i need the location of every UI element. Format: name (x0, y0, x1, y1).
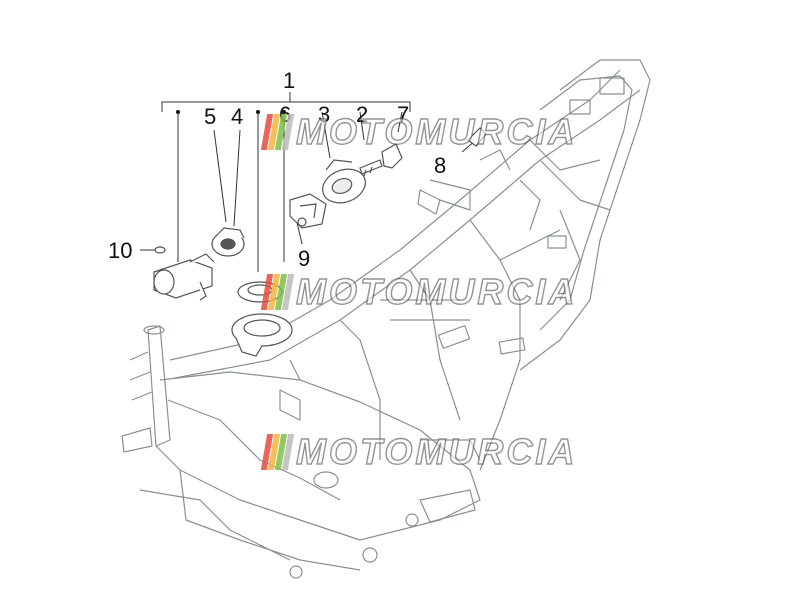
lock-ring-part (211, 227, 245, 257)
watermark-stripes-icon (260, 434, 295, 470)
callout-3: 3 (318, 102, 331, 127)
watermark-stripes-icon (260, 114, 295, 150)
fuel-cap-base-part (231, 313, 293, 357)
callout-5: 5 (204, 104, 217, 129)
watermark-stripes-icon (260, 274, 295, 310)
callout-9: 9 (298, 246, 311, 271)
watermark-text: MOTOMURCIA (295, 271, 578, 312)
callout-10: 10 (108, 238, 133, 263)
ignition-lock-part (153, 253, 215, 301)
parts (153, 127, 487, 357)
watermark-logo: MOTOMURCIA (260, 431, 575, 472)
watermark-logo: MOTOMURCIA (260, 111, 575, 152)
lock-shutter-part (289, 193, 327, 229)
callout-8: 8 (434, 153, 447, 178)
callout-2: 2 (356, 102, 369, 127)
scooter-frame (121, 59, 651, 579)
lock-cover-part (322, 159, 366, 204)
key-part (359, 143, 403, 177)
clip-part (467, 127, 487, 147)
callout-1: 1 (283, 68, 296, 93)
reference-dots (176, 110, 286, 114)
reference-lines (140, 92, 477, 272)
watermark-text: MOTOMURCIA (295, 431, 578, 472)
watermark-logo: MOTOMURCIA (260, 271, 575, 312)
screw-part (154, 246, 166, 254)
watermark-text: MOTOMURCIA (295, 111, 578, 152)
callout-4: 4 (231, 104, 244, 129)
callout-7: 7 (397, 102, 410, 127)
